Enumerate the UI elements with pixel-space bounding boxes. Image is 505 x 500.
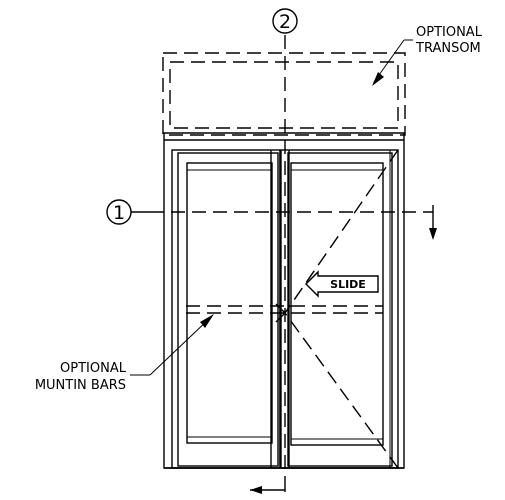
slide-indicator: SLIDE [305, 270, 379, 298]
operation-lines [284, 149, 399, 469]
transom-leader: OPTIONAL TRANSOM [372, 25, 483, 86]
sliding-panel-right [279, 149, 399, 469]
slide-label: SLIDE [330, 278, 366, 291]
section-line-horizontal: 1 [106, 199, 437, 240]
transom-label-line2: TRANSOM [415, 41, 481, 56]
muntin-label-line1: OPTIONAL [60, 361, 127, 376]
door-frame [163, 132, 405, 469]
section-line-vertical: 2 [250, 8, 298, 494]
optional-muntin-bars [186, 305, 383, 314]
leader-arrow-icon [372, 72, 384, 86]
arrow-left-icon [250, 486, 262, 494]
fixed-panel-left [171, 149, 281, 469]
muntin-leader: OPTIONAL MUNTIN BARS [35, 314, 214, 393]
section-marker-1: 1 [113, 202, 125, 224]
muntin-label-line2: MUNTIN BARS [35, 378, 126, 393]
arrow-down-icon [429, 228, 437, 240]
leader-arrow-icon [200, 314, 214, 328]
optional-transom [162, 52, 406, 136]
transom-label-line1: OPTIONAL [416, 25, 483, 40]
muntin-callout-arrow [275, 303, 286, 323]
section-marker-2: 2 [279, 11, 291, 33]
